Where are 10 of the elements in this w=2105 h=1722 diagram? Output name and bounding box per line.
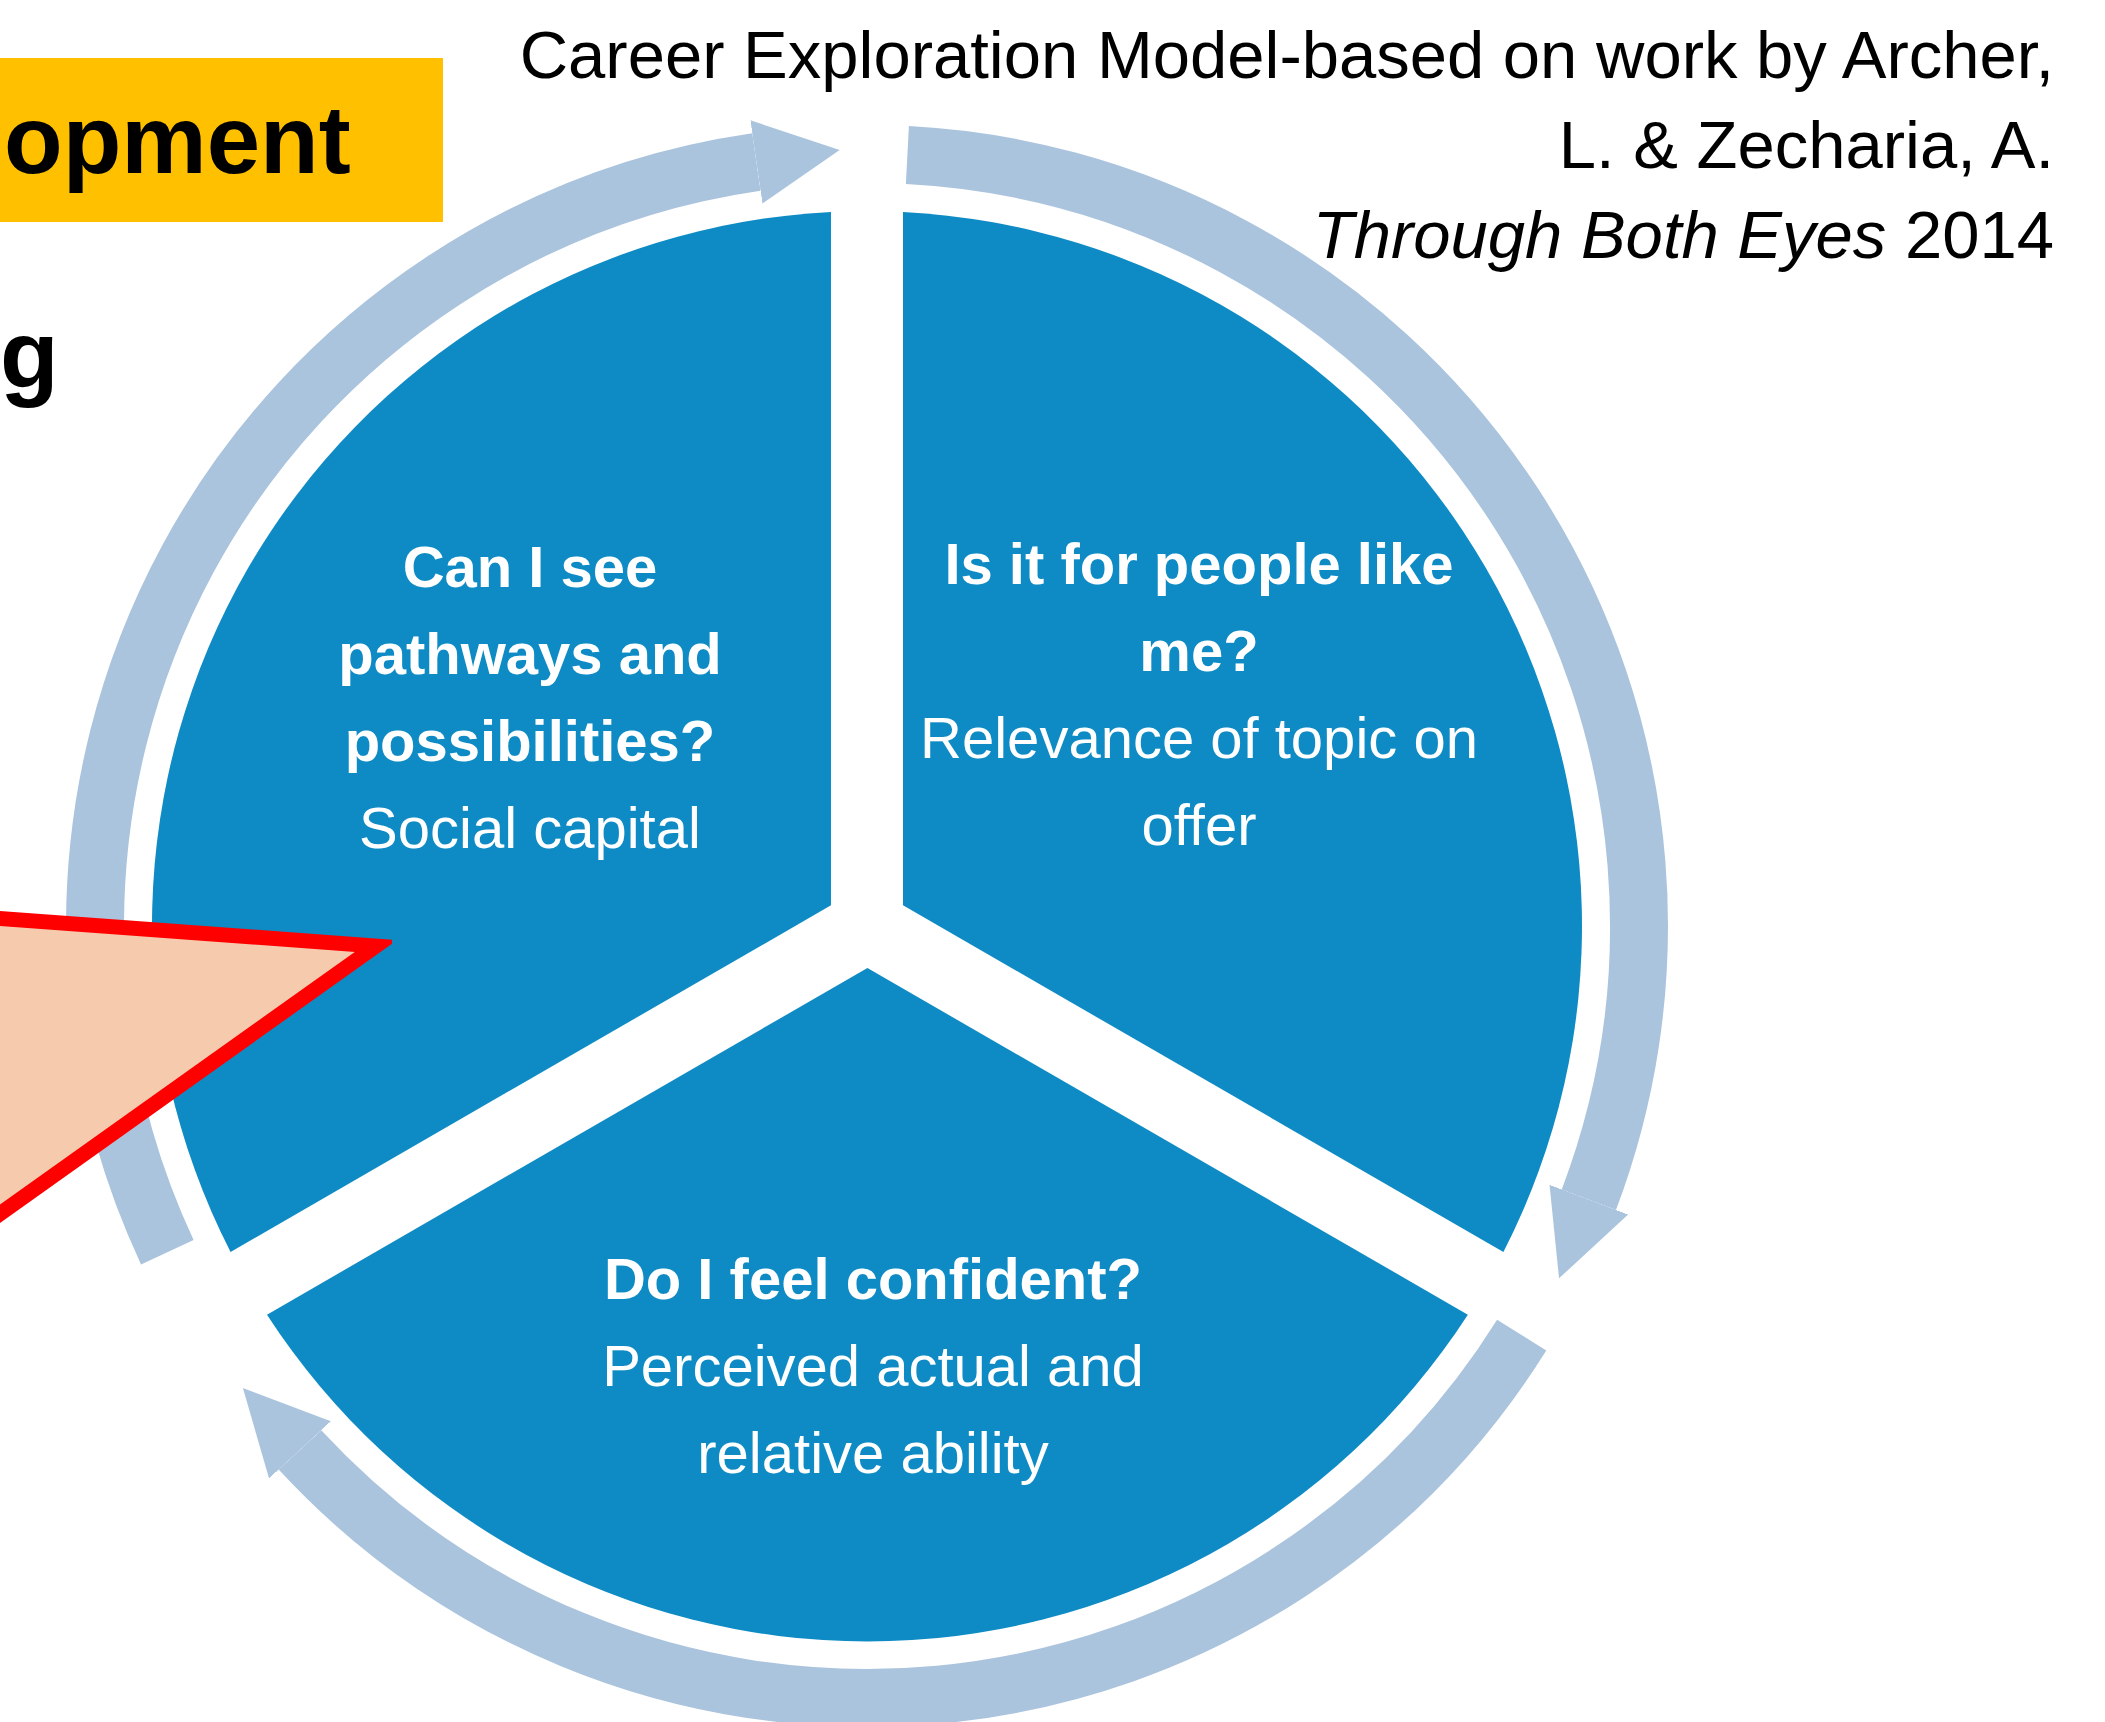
source-caption: Career Exploration Model-based on work by Archer, L. & Zecharia, A. Through Both Eyes 2014 <box>518 16 2054 274</box>
segment-question: Do I feel confident? <box>602 1244 1144 1313</box>
segment-description: Social capital <box>358 794 702 862</box>
segment-question: Is it for people like me? <box>943 530 1455 685</box>
segment-question: Can I see pathways and possibilities? <box>337 533 723 775</box>
title-text: opment <box>4 85 351 195</box>
heading-fragment: g <box>0 300 59 410</box>
title-banner <box>0 58 443 222</box>
segment-description: Relevance of topic on offer <box>919 704 1479 859</box>
segment-description: Perceived actual and relative ability <box>601 1331 1145 1487</box>
